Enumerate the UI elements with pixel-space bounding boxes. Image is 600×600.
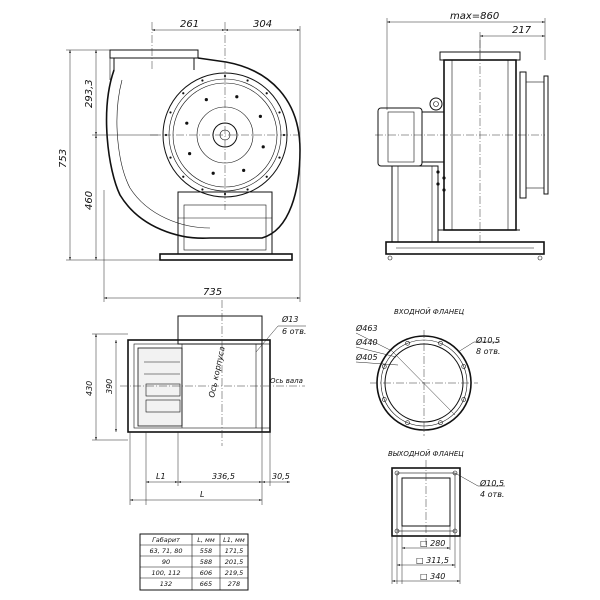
- plan-motor: [137, 347, 183, 427]
- table-header-L: L, мм: [197, 536, 215, 544]
- impeller-rim-hole: [201, 188, 204, 191]
- impeller-disc-hole: [188, 152, 192, 156]
- table-header-L1: L1, мм: [223, 536, 245, 544]
- dim-L1: L1: [156, 472, 166, 481]
- inlet-holes-dia: Ø10,5: [475, 335, 500, 345]
- dimensions-table: Габарит L, мм L1, мм 63, 71, 80 558 171,…: [139, 533, 249, 591]
- inlet-bolt-hole: [381, 364, 387, 369]
- inlet-bolt-hole: [438, 420, 443, 426]
- inlet-bolt-hole: [405, 340, 410, 346]
- dim-L: L: [200, 490, 204, 499]
- dim-753: 753: [58, 149, 69, 168]
- impeller-disc-hole: [258, 114, 262, 118]
- table-cell: 201,5: [225, 558, 244, 566]
- dim-390: 390: [105, 379, 114, 394]
- dim-460: 460: [84, 191, 95, 210]
- impeller-rim-hole: [278, 111, 281, 114]
- plan-holes-dia: Ø13: [281, 314, 298, 324]
- scroll-housing-outline: [105, 57, 301, 239]
- outlet-sq-311: □ 311,5: [416, 556, 449, 565]
- dim-735: 735: [203, 287, 222, 298]
- motor-mount-hole: [442, 176, 446, 180]
- impeller-disc-hole: [242, 168, 246, 172]
- table-cell: 63, 71, 80: [149, 547, 182, 555]
- impeller-rim-hole: [265, 92, 268, 95]
- impeller-rim-hole: [246, 188, 249, 191]
- impeller-disc-hole: [235, 95, 239, 99]
- dim-430: 430: [85, 381, 94, 396]
- dim-293: 293,3: [84, 79, 95, 108]
- inlet-holes-count: 8 отв.: [476, 347, 500, 356]
- outlet-sq-280: □ 280: [420, 539, 445, 548]
- inlet-flange-title: ВХОДНОЙ ФЛАНЕЦ: [394, 307, 465, 316]
- outlet-holes-count: 4 отв.: [480, 490, 504, 499]
- table-cell: 90: [162, 558, 170, 566]
- impeller-rim-hole: [169, 111, 172, 114]
- dim-max-860: max=860: [450, 11, 499, 22]
- impeller-rim-hole: [278, 156, 281, 159]
- inlet-bolt-hole: [381, 397, 387, 402]
- impeller-rim-hole: [182, 92, 185, 95]
- inlet-flange-view: ВХОДНОЙ ФЛАНЕЦ Ø463 Ø440 Ø405 Ø10,5 8 от…: [355, 307, 500, 436]
- table-cell: 219,5: [225, 569, 244, 577]
- dim-30: 30,5: [272, 472, 290, 481]
- impeller-disc-hole: [204, 98, 208, 102]
- inlet-dia-463: Ø463: [355, 323, 378, 333]
- table-header-size: Габарит: [152, 536, 180, 544]
- inlet-dia-440: Ø440: [355, 337, 378, 347]
- axis-shaft-label: Ось вала: [270, 377, 303, 385]
- dim-217: 217: [512, 25, 532, 36]
- impeller-disc-hole: [185, 121, 189, 125]
- inlet-bolt-hole: [438, 340, 443, 346]
- inlet-bolt-hole: [461, 397, 467, 402]
- table-cell: 132: [160, 580, 172, 588]
- table-cell: 278: [228, 580, 240, 588]
- table-cell: 665: [200, 580, 212, 588]
- dim-336: 336,5: [212, 472, 235, 481]
- side-view: max=860 217: [375, 11, 549, 261]
- inlet-bolt-hole: [405, 420, 410, 426]
- impeller-rim-hole: [246, 79, 249, 82]
- dim-304: 304: [253, 19, 272, 30]
- table-cell: 171,5: [225, 547, 244, 555]
- plan-holes-count: 6 отв.: [282, 327, 306, 336]
- impeller-disc-hole: [211, 171, 215, 175]
- outlet-flange-title: ВЫХОДНОЙ ФЛАНЕЦ: [388, 449, 464, 458]
- table-cell: 558: [200, 547, 212, 555]
- outlet-holes-dia: Ø10,5: [479, 478, 504, 488]
- dim-261: 261: [180, 19, 199, 30]
- outlet-sq-340: □ 340: [420, 572, 445, 581]
- inlet-dia-405: Ø405: [355, 352, 378, 362]
- axis-housing-label: Ось корпуса: [207, 346, 227, 399]
- inlet-bolt-hole: [461, 364, 467, 369]
- table-cell: 100, 112: [152, 569, 181, 577]
- motor-mount-hole: [442, 188, 446, 192]
- impeller-rim-hole: [265, 175, 268, 178]
- table-cell: 588: [200, 558, 212, 566]
- front-view: 261 304 753 293,3 460 735: [58, 19, 301, 302]
- plan-view: Ось корпуса Ось вала Ø13 6 отв. 430 390 …: [85, 300, 306, 505]
- impeller-rim-hole: [169, 156, 172, 159]
- impeller-disc-hole: [261, 145, 265, 149]
- table-cell: 606: [200, 569, 212, 577]
- impeller-rim-hole: [201, 79, 204, 82]
- impeller-rim-hole: [182, 175, 185, 178]
- outlet-flange-view: ВЫХОДНОЙ ФЛАНЕЦ Ø10,5 4 отв. □ 280 □ 311…: [388, 449, 505, 584]
- inlet-bolt-holes: [381, 340, 467, 426]
- motor-body: [377, 107, 423, 167]
